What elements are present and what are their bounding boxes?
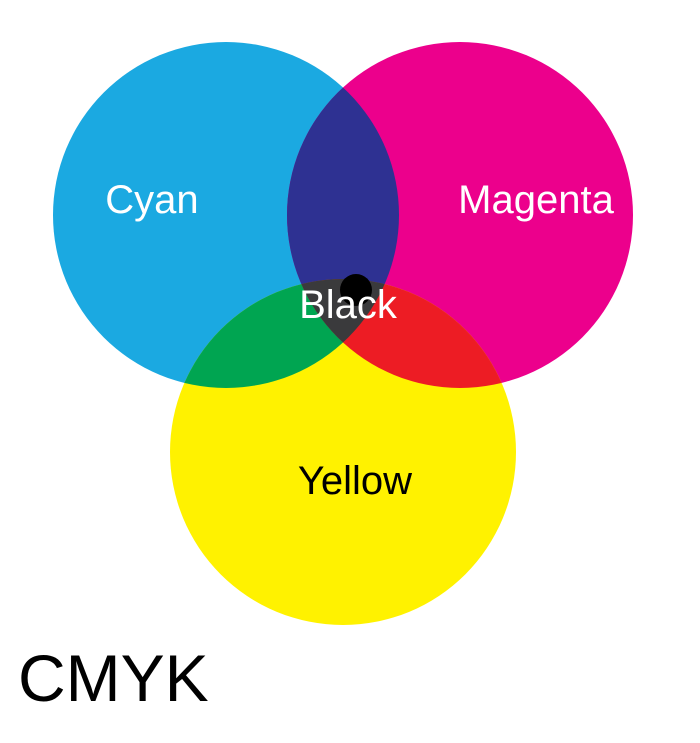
label-yellow: Yellow [298, 459, 412, 503]
page-title: CMYK [18, 641, 209, 715]
label-cyan: Cyan [105, 178, 198, 222]
label-magenta: Magenta [458, 178, 614, 222]
overlap-magenta-yellow [287, 279, 516, 388]
black-dot-icon [340, 274, 372, 306]
label-black: Black [299, 283, 398, 327]
overlap-cyan-yellow [170, 279, 399, 388]
